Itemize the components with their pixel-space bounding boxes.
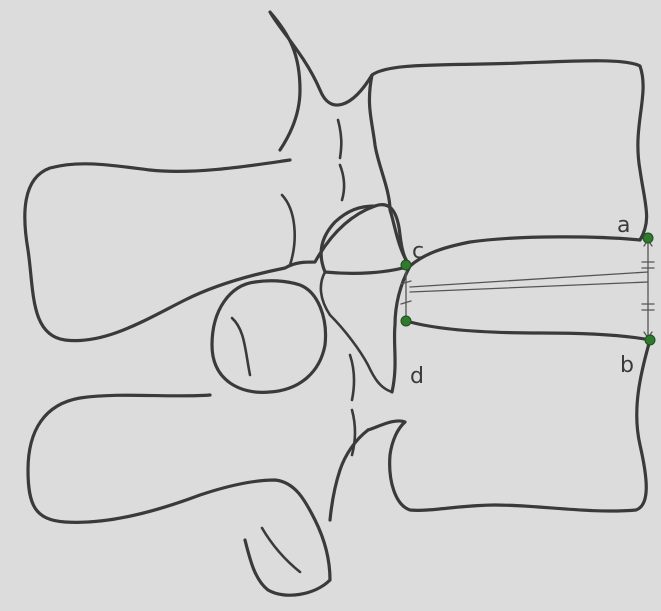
label-d: d: [410, 364, 424, 389]
facet-joint-inner-line: [232, 318, 250, 375]
label-b: b: [620, 353, 634, 378]
lower-vertebral-body: [368, 322, 650, 511]
point-a: [643, 233, 653, 243]
facet-joint-lobe: [212, 281, 326, 393]
disc-height-line-posterior-bottom: [410, 282, 648, 292]
label-c: c: [412, 239, 424, 264]
lower-lamina-mark-1: [350, 355, 354, 400]
lower-spinous-inner: [262, 528, 300, 572]
point-b: [645, 335, 655, 345]
label-a: a: [617, 213, 630, 238]
lower-spinous-process: [330, 430, 368, 520]
upper-vertebral-body: [369, 61, 646, 266]
lower-transverse-process: [28, 395, 330, 595]
upper-lamina-mark-2: [340, 165, 344, 200]
point-d: [401, 316, 411, 326]
upper-pedicle-curve: [282, 195, 295, 265]
upper-lamina-mark-1: [338, 120, 341, 158]
disc-height-line-posterior-top: [410, 272, 648, 287]
facet-joint-link: [321, 272, 392, 392]
point-c: [401, 260, 411, 270]
upper-spinous-process: [270, 12, 372, 150]
inferior-articular-hook: [392, 266, 410, 392]
